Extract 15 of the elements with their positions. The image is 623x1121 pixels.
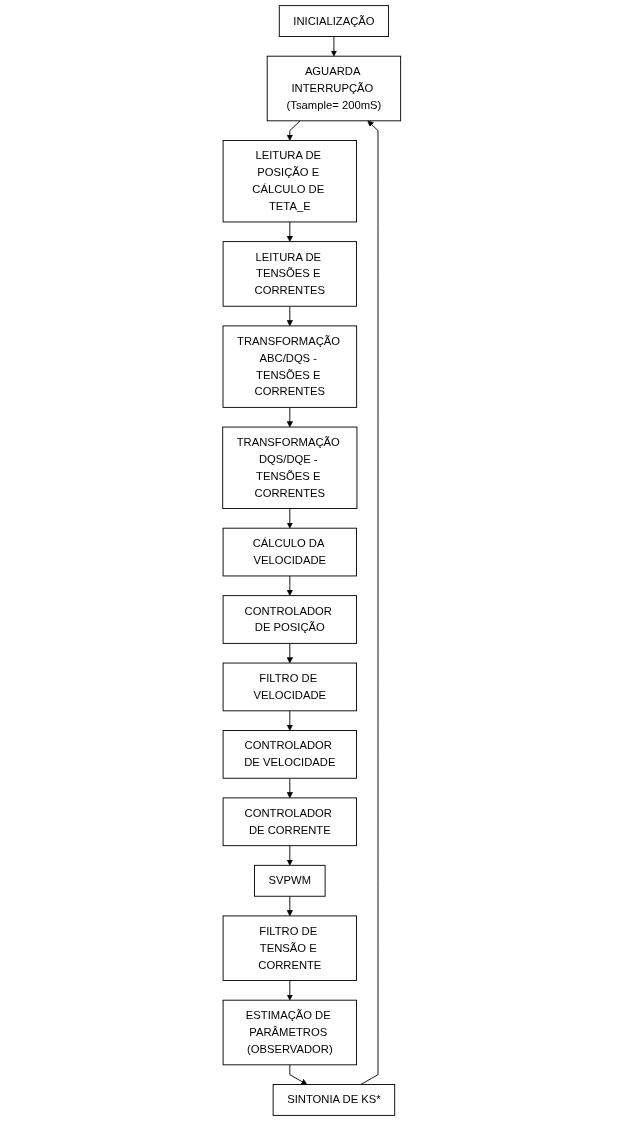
node-box: AGUARDA INTERRUPÇÃO (Tsample= 200mS) [266,55,401,122]
node-box: TRANSFORMAÇÃO ABC/DQS - TENSÕES E CORRENTES [222,325,357,408]
node-box: INICIALIZAÇÃO [278,5,389,37]
node-box: LEITURA DE POSIÇÃO E CÁLCULO DE TETA_E [222,140,357,223]
node-box: FILTRO DE VELOCIDADE [222,662,357,712]
node-box: CONTROLADOR DE CORRENTE [222,797,357,847]
node-box: CONTROLADOR DE VELOCIDADE [222,730,357,779]
node-box: FILTRO DE TENSÃO E CORRENTE [222,915,357,981]
node-box: SINTONIA DE KS* [272,1084,395,1116]
node-box: CONTROLADOR DE POSIÇÃO [222,595,357,644]
node-box: CÁLCULO DA VELOCIDADE [222,527,357,577]
node-box: SVPWM [253,864,326,897]
node-box: LEITURA DE TENSÕES E CORRENTES [222,241,357,307]
node-box: ESTIMAÇÃO DE PARÂMETROS (OBSERVADOR) [222,999,357,1066]
node-box: TRANSFORMAÇÃO DQS/DQE - TENSÕES E CORRENTES [222,426,358,509]
